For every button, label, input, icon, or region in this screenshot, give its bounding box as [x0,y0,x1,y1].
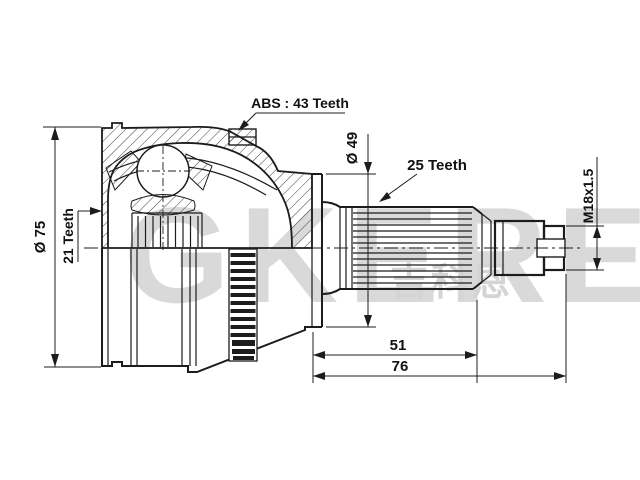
dim-body-diameter: Ø 75 [32,126,101,368]
boot-groove-flange [311,173,323,328]
dim-outer-spline: 25 Teeth [379,157,467,202]
length-76-label: 76 [392,358,409,375]
outer-race-exterior [101,173,323,373]
dim-groove-diameter: Ø 49 [326,132,376,328]
dim-inner-spline: 21 Teeth [60,207,102,264]
shaft-neck-top [321,201,352,208]
dim-abs-ring: ABS : 43 Teeth [238,95,349,131]
inner-spline-bore [131,212,203,248]
dim-length-76: 76 [313,274,567,383]
abs-tone-ring-teeth [228,248,258,362]
thread-spec-label: M18x1.5 [580,169,596,224]
body-diameter-label: Ø 75 [32,221,49,254]
inner-spline-label: 21 Teeth [60,208,76,264]
length-51-label: 51 [390,337,407,354]
groove-diameter-label: Ø 49 [344,132,361,165]
outer-spline-section [351,206,492,290]
dim-thread: M18x1.5 [566,157,604,271]
shaft-neck-bottom [321,288,352,295]
dim-length-51: 51 [312,300,478,383]
outer-race-section [101,122,313,252]
outer-spline-label: 25 Teeth [407,157,467,174]
abs-ring-label: ABS : 43 Teeth [251,95,349,111]
dimensions: Ø 75 21 Teeth ABS : 43 Teeth Ø 49 25 Te [32,95,604,383]
boot-groove-lines [107,249,197,366]
exterior-bottom-outline [101,248,312,373]
inner-race-seat [130,194,196,216]
